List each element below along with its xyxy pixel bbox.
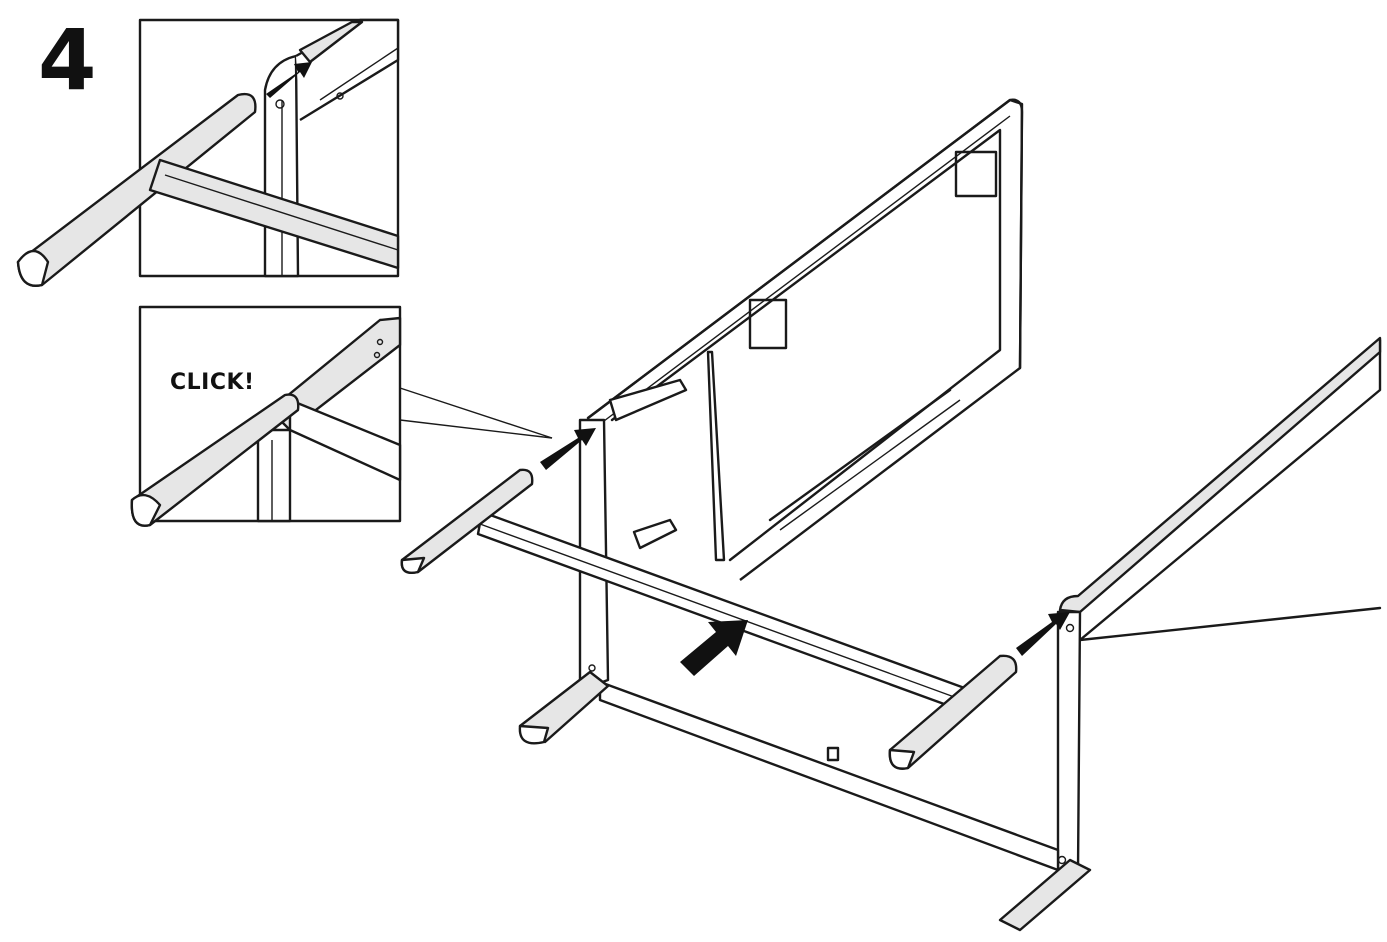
insert-arrow-icon	[540, 428, 596, 470]
step-number: 4	[38, 11, 97, 109]
detail-panel-click	[130, 305, 553, 527]
detail-panel-insert	[16, 18, 400, 287]
insert-arrow-icon	[266, 62, 312, 98]
main-assembly	[400, 98, 1382, 932]
click-label: CLICK!	[170, 370, 255, 395]
push-arrow-icon	[680, 620, 748, 676]
insert-arrow-icon	[1016, 612, 1070, 656]
